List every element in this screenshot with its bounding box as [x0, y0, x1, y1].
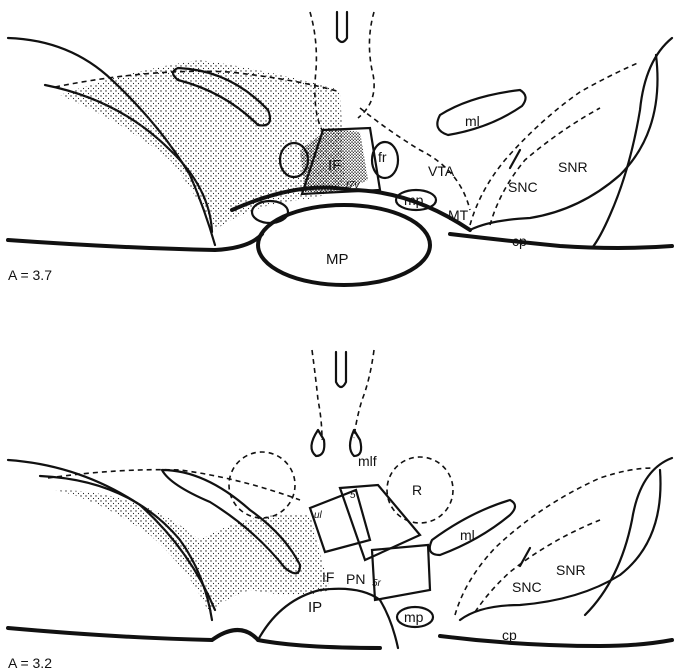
section-lower: mlf R ml SNR SNC ul 5 IF PN 5r IP mp cp …	[8, 350, 672, 671]
midline-canal-lower	[336, 352, 346, 387]
label-t7v-upper: t7v	[346, 180, 360, 191]
base-contour-right	[450, 234, 672, 248]
label-ml-upper: ml	[465, 113, 480, 129]
level-label-upper: A = 3.7	[8, 267, 52, 283]
label-snc-lower: SNC	[512, 579, 542, 595]
base-contour	[8, 234, 262, 250]
ml-right	[437, 90, 525, 135]
mp-body	[258, 205, 430, 285]
outer-contour-lower-right	[585, 458, 672, 615]
snc-tick-lower	[520, 548, 530, 566]
midline-dashed-left-lower	[312, 350, 322, 440]
section-upper: ml fr IF t7v VTA SNC SNR mp MT cp MP A =…	[8, 12, 672, 285]
label-fr-upper: fr	[378, 149, 387, 165]
base-contour-lower	[8, 628, 380, 648]
label-mp-body: MP	[326, 251, 349, 268]
label-mt-upper: MT	[448, 207, 469, 223]
label-pn: PN	[346, 571, 365, 587]
label-vta-upper: VTA	[428, 163, 455, 179]
ip-contour	[258, 589, 398, 648]
label-mlf: mlf	[358, 453, 377, 469]
label-snr-lower: SNR	[556, 562, 586, 578]
label-if-upper: IF	[328, 157, 341, 174]
stipple-lower	[55, 490, 330, 615]
label-snc-upper: SNC	[508, 179, 538, 195]
midline-canal	[337, 12, 347, 42]
outer-contour-right	[592, 38, 672, 248]
label-ip: IP	[308, 599, 322, 616]
label-snr-upper: SNR	[558, 159, 588, 175]
label-mid: 5	[350, 490, 356, 501]
base-contour-lower-right	[440, 636, 672, 646]
label-cp-lower: cp	[502, 627, 517, 643]
label-r: R	[412, 482, 422, 498]
box-upper-left	[310, 490, 370, 552]
snc-dashed	[470, 62, 640, 225]
label-ml-lower: ml	[460, 527, 475, 543]
midline-dashed-right	[358, 12, 374, 118]
level-label-lower: A = 3.2	[8, 655, 52, 671]
label-cp-upper: cp	[512, 233, 527, 249]
label-mp-lower: mp	[404, 609, 424, 625]
dashed-circle-left	[229, 452, 295, 518]
peduncle-right-lower	[460, 470, 661, 620]
snc-dashed-lower	[455, 468, 652, 615]
label-if-lower: IF	[322, 569, 334, 585]
label-ul: ul	[314, 510, 323, 521]
label-low: 5r	[372, 578, 382, 589]
midline-dashed-right-lower	[354, 350, 374, 438]
label-mp-upper: mp	[404, 192, 424, 208]
